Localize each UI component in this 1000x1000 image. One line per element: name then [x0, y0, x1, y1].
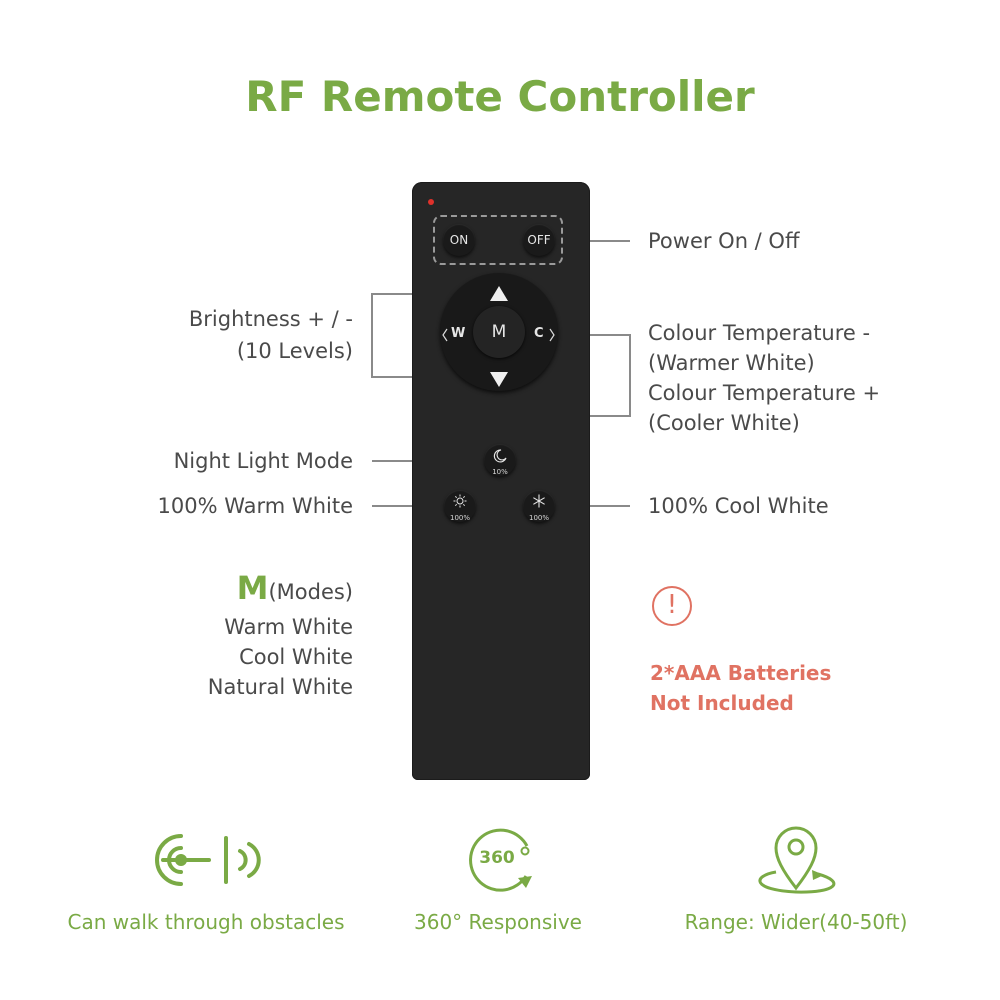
cool-white-callout: 100% Cool White: [648, 494, 829, 518]
feature-obstacles: Can walk through obstacles: [67, 910, 345, 934]
mode-item: Warm White: [224, 615, 353, 639]
night-callout: Night Light Mode: [173, 449, 353, 473]
feature-range: Range: Wider(40-50ft): [684, 910, 908, 934]
chevron-right-icon: [549, 328, 555, 342]
cool-white-button[interactable]: [523, 490, 555, 522]
360-rotation-icon: [469, 828, 532, 892]
off-button[interactable]: OFF: [523, 224, 555, 256]
battery-note-line1: 2*AAA Batteries: [650, 661, 832, 685]
colour-callout-line3: Colour Temperature +: [648, 381, 881, 405]
feature-360: 360° Responsive: [414, 910, 582, 934]
battery-note-line2: Not Included: [650, 691, 794, 715]
brightness-callout-line2: (10 Levels): [236, 339, 353, 363]
moon-icon: [493, 449, 507, 463]
mode-button-label: M: [491, 322, 507, 342]
colour-callout-line4: (Cooler White): [648, 411, 800, 435]
modes-suffix: (Modes): [268, 580, 353, 604]
page-title: RF Remote Controller: [245, 72, 755, 121]
colour-callout-line2: (Warmer White): [648, 351, 815, 375]
power-callout: Power On / Off: [648, 229, 800, 253]
warm-white-callout: 100% Warm White: [157, 494, 353, 518]
location-range-icon: [758, 826, 836, 894]
chevron-left-icon: [442, 328, 448, 342]
on-button-label: ON: [449, 233, 469, 247]
on-button[interactable]: ON: [443, 224, 475, 256]
modes-heading: M(Modes): [150, 568, 353, 612]
colour-callout-line1: Colour Temperature -: [648, 321, 871, 345]
brightness-callout-line1: Brightness + / -: [188, 307, 353, 331]
warm-key-label[interactable]: W: [451, 326, 466, 341]
cool-key-label[interactable]: C: [534, 326, 544, 341]
night-percent: 10%: [492, 468, 508, 476]
warm-white-button[interactable]: [444, 490, 476, 522]
360-badge: 360: [479, 848, 515, 868]
warm-percent: 100%: [449, 514, 470, 522]
off-button-label: OFF: [527, 233, 551, 247]
warning-icon: !: [652, 586, 692, 626]
mode-item: Natural White: [207, 675, 353, 699]
power-button-group: [433, 215, 563, 265]
brightness-up-icon[interactable]: [490, 286, 508, 301]
brightness-down-icon[interactable]: [490, 372, 508, 387]
cool-percent: 100%: [528, 514, 549, 522]
indicator-led: [428, 199, 434, 205]
warning-symbol: !: [666, 590, 678, 620]
sun-icon: [453, 494, 467, 508]
modes-letter: M: [236, 569, 269, 607]
night-light-button[interactable]: [484, 444, 516, 476]
mode-item: Cool White: [239, 645, 353, 669]
signal-through-wall-icon: [155, 834, 261, 886]
mode-button[interactable]: M: [473, 306, 525, 358]
snowflake-icon: [533, 494, 545, 508]
